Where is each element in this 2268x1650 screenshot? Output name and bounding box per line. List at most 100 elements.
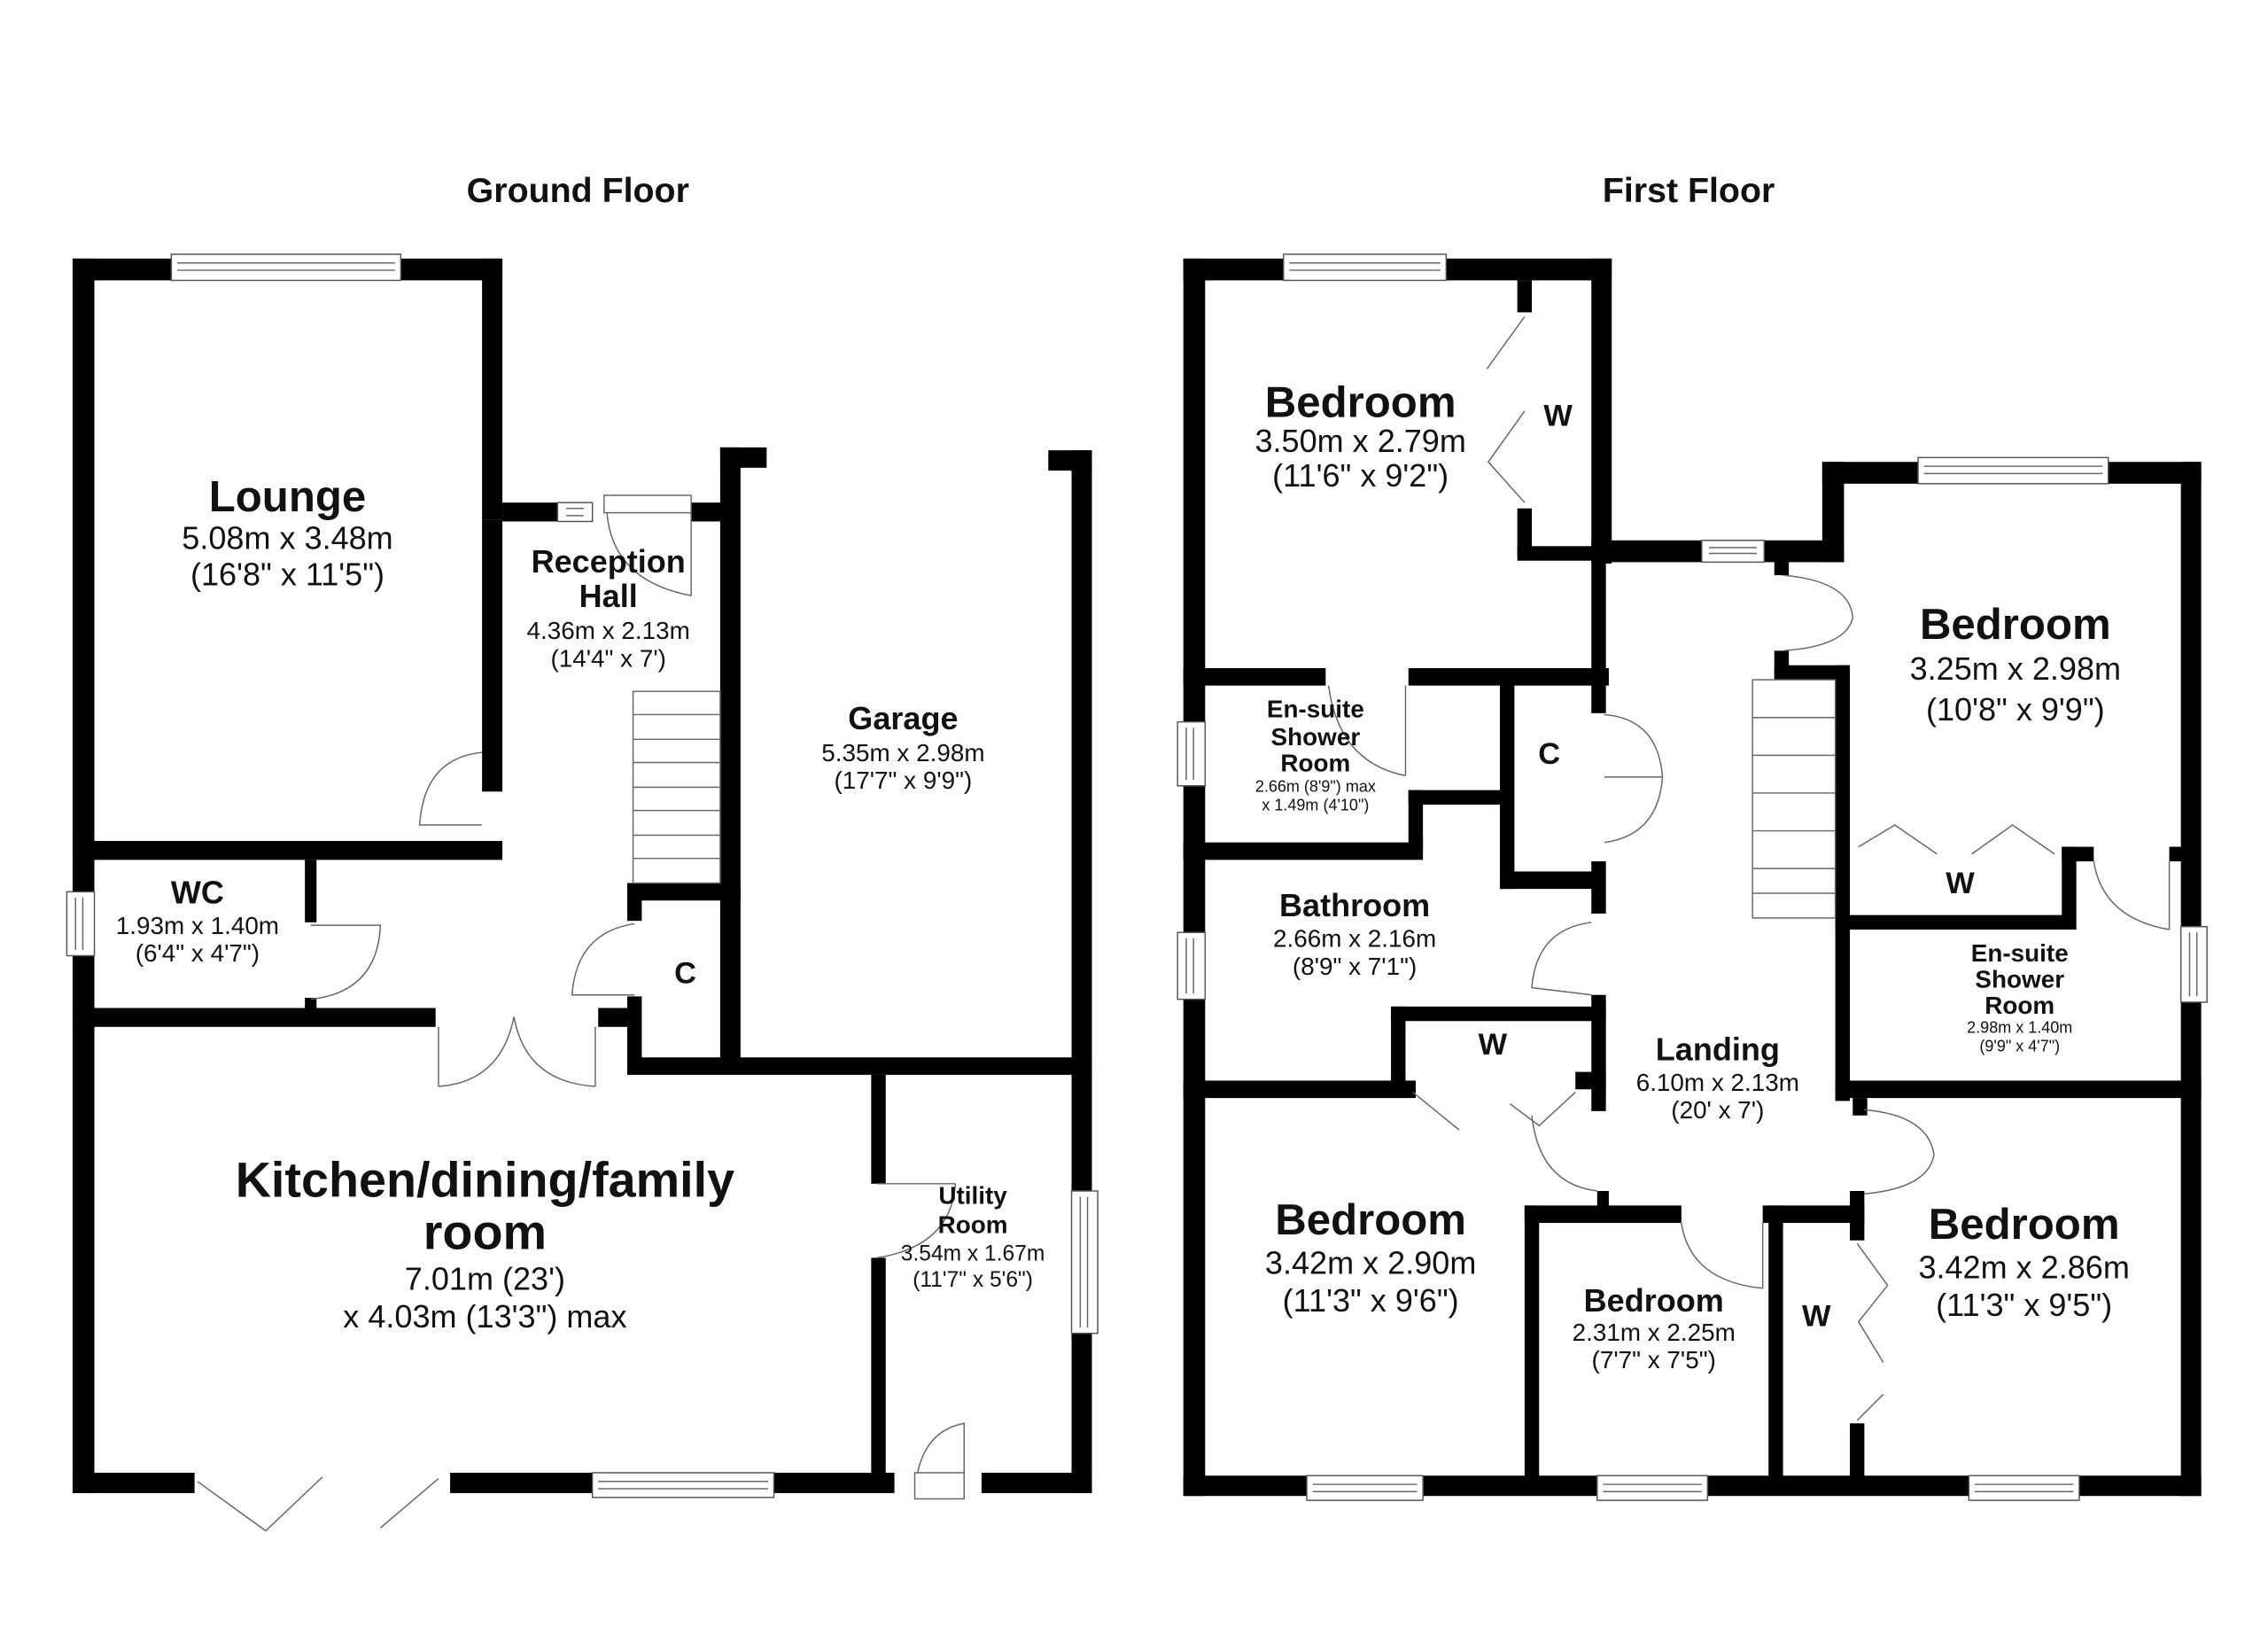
room-dimensions-imperial: (11'7" x 5'6") — [913, 1268, 1033, 1292]
room-name: Bedroom — [1920, 600, 2111, 649]
wall — [1500, 871, 1605, 890]
wall — [2062, 846, 2094, 861]
bedroom-s-door[interactable] — [1681, 1222, 1764, 1289]
window — [1177, 720, 1207, 787]
room-dimensions-imperial: (17'7" x 9'9") — [834, 767, 972, 794]
window — [1596, 1475, 1709, 1501]
room-bedroom-south: Bedroom 2.31m x 2.25m (7'7" x 7'5") — [1573, 1282, 1736, 1374]
ground-floor-title: Ground Floor — [467, 171, 689, 210]
wall — [1591, 562, 1606, 713]
room-dimensions-metric: 3.54m x 1.67m — [901, 1242, 1045, 1266]
wall — [502, 502, 558, 522]
wall — [1183, 842, 1424, 860]
utility-back-door[interactable] — [913, 1422, 965, 1500]
room-name: En-suite — [1267, 696, 1364, 723]
cupboard-label: C — [674, 957, 696, 991]
utility-internal-door[interactable] — [876, 1183, 957, 1259]
ensuite-w-door[interactable] — [1327, 685, 1407, 777]
wall — [1183, 258, 1206, 1497]
room-name: Bedroom — [1929, 1200, 2120, 1249]
wall — [1183, 667, 1326, 686]
room-dimensions-imperial: (16'8" x 11'5") — [190, 556, 384, 593]
wall — [1517, 508, 1533, 556]
room-dimensions-metric: 5.08m x 3.48m — [182, 520, 392, 556]
room-bedroom-ne: Bedroom 3.25m x 2.98m (10'8" x 9'9") W — [1910, 600, 2121, 900]
wall — [627, 1057, 1092, 1075]
cupboard-door[interactable] — [571, 922, 635, 996]
bedroom-ne-door[interactable] — [1783, 574, 1854, 652]
wall — [1183, 1475, 1308, 1497]
wardrobe-label: W — [1479, 1028, 1508, 1062]
wall — [1835, 665, 1850, 1101]
bifold-patio-doors[interactable] — [197, 1476, 439, 1532]
room-utility: Utility Room 3.54m x 1.67m (11'7" x 5'6"… — [901, 1182, 1045, 1292]
room-name: WC — [171, 875, 224, 911]
wall — [1768, 1205, 1783, 1482]
bedroom-se-wardrobe-doors[interactable] — [1856, 1242, 1889, 1421]
wall — [72, 258, 172, 281]
room-name: Bathroom — [1279, 887, 1430, 923]
bedroom-nw-wardrobe-doors[interactable] — [1486, 315, 1526, 503]
wall — [1524, 1205, 1682, 1224]
kitchen-double-door[interactable] — [438, 1016, 596, 1087]
wall — [773, 1472, 895, 1493]
room-dimensions-imperial: x 4.03m (13'3") max — [343, 1298, 626, 1335]
wc-door[interactable] — [310, 924, 382, 1000]
room-bedroom-sw: Bedroom 3.42m x 2.90m (11'3" x 9'6") — [1265, 1195, 1476, 1319]
wall — [1591, 540, 1702, 563]
wall — [1575, 1071, 1606, 1090]
room-lounge: Lounge 5.08m x 3.48m (16'8" x 11'5") — [182, 472, 392, 593]
bedroom-se-door[interactable] — [1864, 1109, 1935, 1195]
room-dimensions-imperial: (6'4" x 4'7") — [136, 939, 260, 967]
room-dimensions-metric: 2.66m x 2.16m — [1273, 925, 1436, 953]
room-kitchen-dining-family: Kitchen/dining/family room 7.01m (23') x… — [236, 1153, 734, 1335]
room-bathroom: Bathroom 2.66m x 2.16m (8'9" x 7'1") — [1273, 887, 1436, 980]
wall — [719, 447, 767, 468]
wardrobe-mid-doors[interactable] — [1412, 1091, 1576, 1131]
room-dimensions-imperial: (8'9" x 7'1") — [1293, 953, 1417, 980]
room-name: Room — [1280, 749, 1350, 776]
room-dimensions-metric: 3.25m x 2.98m — [1910, 650, 2121, 687]
room-reception-hall: Reception Hall 4.36m x 2.13m (14'4" x 7'… — [527, 543, 690, 673]
room-dimensions-imperial: (7'7" x 7'5") — [1592, 1346, 1716, 1374]
room-dimensions-imperial: (11'3" x 9'5") — [1936, 1287, 2112, 1323]
wall — [1524, 1205, 1540, 1482]
room-dimensions-imperial: (9'9" x 4'7") — [1979, 1038, 2060, 1055]
front-door[interactable] — [603, 494, 692, 596]
wall — [1835, 915, 2076, 930]
window — [1306, 1475, 1424, 1501]
room-dimensions-metric: 3.50m x 2.79m — [1254, 423, 1465, 459]
wall — [981, 1472, 1092, 1493]
room-bedroom-se: Bedroom 3.42m x 2.86m (11'3" x 9'5") W — [1802, 1200, 2130, 1333]
wall — [2180, 1001, 2202, 1497]
room-landing: Landing 6.10m x 2.13m (20' x 7') — [1636, 1031, 1799, 1125]
room-dimensions-imperial: (11'3" x 9'6") — [1283, 1282, 1459, 1319]
wall — [1071, 450, 1092, 1192]
wall — [2062, 846, 2077, 930]
wall — [1707, 1475, 1969, 1497]
room-dimensions-metric: 5.35m x 2.98m — [821, 739, 984, 767]
room-name: Lounge — [209, 472, 366, 521]
cupboard-double-door[interactable] — [1604, 713, 1664, 844]
bedroom-sw-door[interactable] — [1531, 1115, 1597, 1192]
lounge-door[interactable] — [418, 751, 483, 826]
bathroom-door[interactable] — [1531, 922, 1592, 996]
window — [1701, 540, 1766, 564]
bedroom-ne-wardrobe-doors[interactable] — [1858, 824, 2055, 855]
room-dimensions-imperial: (20' x 7') — [1671, 1096, 1764, 1124]
wall — [627, 996, 642, 1072]
wall — [1774, 546, 1790, 576]
room-name: Bedroom — [1584, 1282, 1724, 1319]
wall — [1821, 462, 1919, 484]
wardrobe-label: W — [1543, 399, 1573, 432]
wall — [1591, 860, 1606, 914]
room-name: Room — [1984, 992, 2054, 1019]
wall — [1446, 258, 1612, 281]
wall — [72, 1008, 436, 1027]
wall — [871, 1074, 886, 1184]
room-dimensions-metric: 1.93m x 1.40m — [116, 912, 279, 939]
first-floor-plan: First Floor — [1177, 171, 2208, 1501]
window — [1917, 456, 2109, 485]
ensuite-e-door[interactable] — [2093, 860, 2171, 930]
window — [1283, 253, 1448, 282]
